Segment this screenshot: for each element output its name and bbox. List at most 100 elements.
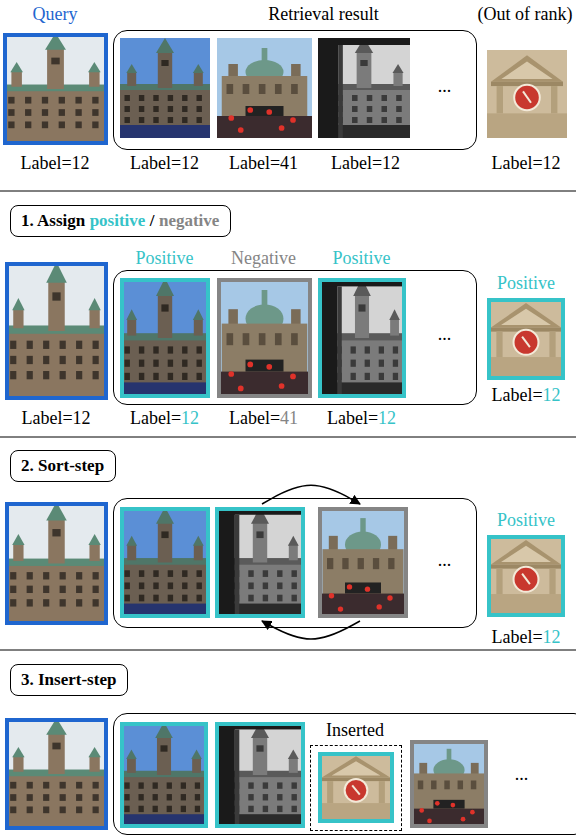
- photo-part: [89, 756, 99, 772]
- photo-part: [25, 97, 31, 104]
- photo-part: [549, 569, 555, 594]
- photo-part: [292, 570, 297, 577]
- photo-part: [167, 806, 172, 812]
- positive-image: PositiveLabel=12: [487, 298, 565, 380]
- photo-part: [263, 782, 268, 788]
- photo-part: [88, 747, 100, 757]
- photo-part: [10, 806, 16, 813]
- photo-part: [217, 278, 312, 398]
- caption-row: Inserted: [326, 720, 384, 741]
- photo-part: [182, 95, 187, 101]
- photo: [5, 502, 108, 625]
- positive-image: PositiveLabel=12: [318, 278, 406, 398]
- photo-part: [290, 374, 296, 380]
- photo-part: [327, 781, 333, 803]
- photo-part: [93, 794, 99, 801]
- photo-part: [345, 779, 368, 802]
- photo-part: [27, 341, 33, 349]
- photo-part: [318, 38, 410, 45]
- photo-part: [327, 558, 333, 569]
- photo-part: [197, 373, 202, 380]
- photo-part: [367, 95, 373, 101]
- photo-part: [120, 507, 210, 618]
- photo-part: [48, 519, 64, 563]
- photo-part: [522, 574, 530, 585]
- photo-part: [291, 84, 298, 94]
- photo-part: [43, 356, 49, 364]
- photo-part: [153, 373, 158, 380]
- photo-part: [259, 333, 266, 345]
- photo-part: [182, 582, 187, 589]
- photo: [318, 278, 406, 398]
- caption-text: Label=41: [229, 152, 298, 173]
- photo-part: [76, 806, 82, 813]
- photo-part: [153, 782, 158, 788]
- photo-part: [246, 106, 284, 116]
- photo-part: [263, 794, 268, 800]
- photo-part: [13, 544, 23, 561]
- photo-part: [194, 545, 203, 561]
- photo-part: [12, 298, 24, 310]
- photo-part: [373, 558, 379, 569]
- caption-row: Retrieval result: [268, 3, 378, 24]
- photo-part: [347, 584, 352, 589]
- photo-part: [60, 586, 66, 593]
- photo: [5, 262, 108, 400]
- photo-part: [197, 595, 202, 602]
- photo-part: [194, 72, 203, 86]
- photo-part: [352, 95, 358, 101]
- photo-part: [5, 718, 108, 830]
- photo-part: [27, 794, 33, 801]
- photo-part: [120, 722, 208, 828]
- photo-part: [318, 38, 338, 138]
- caption-text: Query: [33, 4, 78, 25]
- photo-part: [43, 794, 49, 801]
- photo-part: [60, 806, 66, 813]
- photo-part: [13, 756, 23, 772]
- photo-part: [447, 749, 452, 761]
- photo-part: [352, 117, 358, 123]
- photo-part: [551, 86, 557, 113]
- photo-part: [153, 117, 158, 123]
- photo-part: [153, 806, 158, 812]
- image-frame: [217, 509, 303, 616]
- caption-text: 12: [543, 385, 561, 406]
- photo-part: [59, 97, 65, 104]
- photo-part: [27, 599, 33, 606]
- photo-part: [262, 290, 268, 307]
- photo-part: [246, 360, 284, 372]
- photo-part: [126, 64, 137, 73]
- photo-part: [27, 782, 33, 789]
- out-of-rank-image: (Out of rank)Label=12: [487, 50, 567, 138]
- photo-part: [120, 775, 208, 828]
- image-frame: [7, 720, 106, 828]
- photo-part: [491, 55, 563, 81]
- photo-part: [11, 71, 22, 87]
- photo-part: [290, 117, 296, 123]
- photo-part: [5, 262, 108, 400]
- photo-part: [126, 536, 137, 546]
- result-image: Label=12: [318, 38, 410, 138]
- photo-part: [277, 794, 282, 800]
- photo-part: [247, 362, 253, 368]
- photo-part: [248, 794, 253, 800]
- photo-part: [222, 76, 308, 120]
- photo-part: [227, 84, 234, 94]
- photo-part: [263, 582, 268, 589]
- photo-part: [381, 117, 387, 123]
- result-image: Label=41: [217, 38, 312, 138]
- photo-part: [76, 794, 82, 801]
- photo-part: [27, 586, 33, 593]
- photo-part: [277, 595, 282, 602]
- step-title: 1. Assignpositive/negative: [21, 211, 219, 231]
- caption-row: Label=41: [229, 407, 298, 428]
- swap-arrow: [262, 485, 360, 504]
- step-title: 3. Insert-step: [21, 670, 116, 690]
- photo-part: [10, 586, 16, 593]
- photo-part: [13, 309, 23, 328]
- photo-part: [10, 356, 16, 364]
- photo-part: [10, 341, 16, 349]
- step-title: 2. Sort-step: [21, 456, 104, 476]
- photo-part: [194, 319, 203, 336]
- photo-part: [52, 292, 60, 300]
